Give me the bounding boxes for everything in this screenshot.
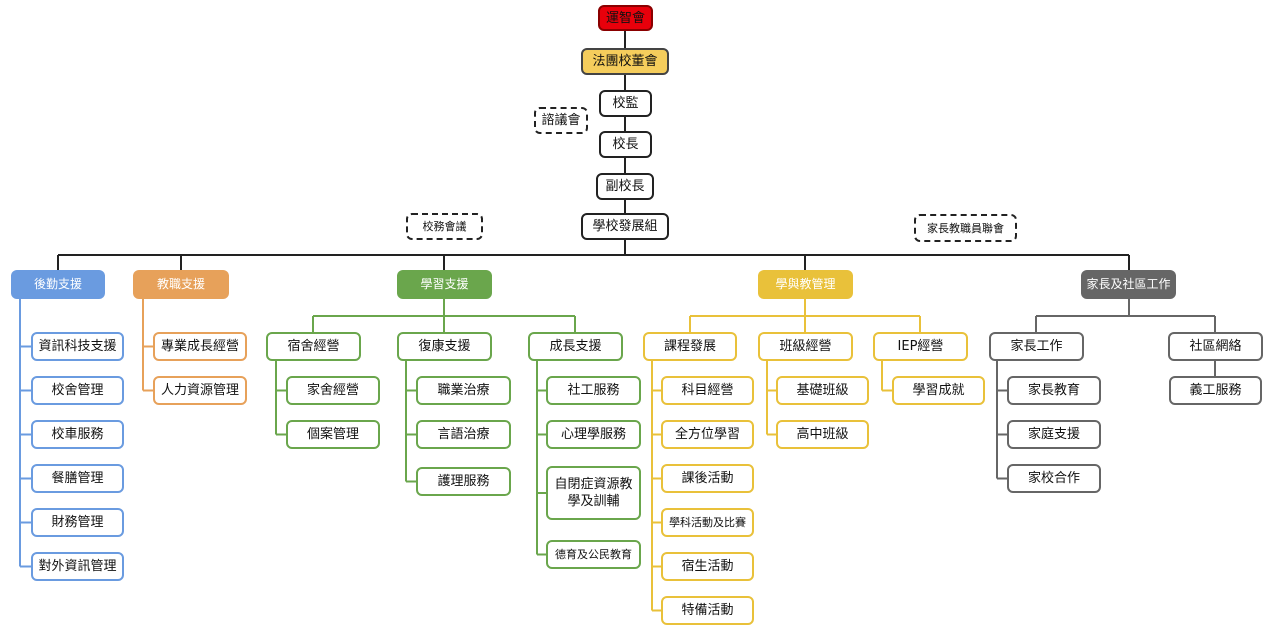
learning-support-item: 護理服務 xyxy=(416,467,511,496)
dept-teaching-support-header: 教職支援 xyxy=(133,270,229,299)
learning-support-item: 社工服務 xyxy=(546,376,641,405)
dept-learning-teaching-header: 學與教管理 xyxy=(758,270,853,299)
learning-support-item: 自閉症資源教學及訓輔 xyxy=(546,466,641,520)
pta-box: 家長教職員聯會 xyxy=(914,214,1017,242)
learning-teaching-group: IEP經營 xyxy=(873,332,968,361)
teaching-support-item: 人力資源管理 xyxy=(153,376,247,405)
staff-meeting-box: 校務會議 xyxy=(406,213,483,240)
learning-support-item: 言語治療 xyxy=(416,420,511,449)
learning-teaching-item: 宿生活動 xyxy=(661,552,754,581)
parents-community-item: 家校合作 xyxy=(1007,464,1101,493)
learning-teaching-group: 課程發展 xyxy=(643,332,737,361)
dept-parents-community-header: 家長及社區工作 xyxy=(1081,270,1176,299)
logistics-item: 校車服務 xyxy=(31,420,124,449)
learning-teaching-item: 特備活動 xyxy=(661,596,754,625)
learning-teaching-group: 班級經營 xyxy=(758,332,853,361)
school-board-box: 法團校董會 xyxy=(581,48,669,75)
parents-community-item: 家長教育 xyxy=(1007,376,1101,405)
teaching-support-item: 專業成長經營 xyxy=(153,332,247,361)
learning-support-group: 成長支援 xyxy=(528,332,623,361)
learning-support-item: 心理學服務 xyxy=(546,420,641,449)
supervisor-box: 校監 xyxy=(599,90,652,117)
learning-support-item: 德育及公民教育 xyxy=(546,540,641,569)
logistics-item: 資訊科技支援 xyxy=(31,332,124,361)
parents-community-group: 社區網絡 xyxy=(1168,332,1263,361)
logistics-item: 餐膳管理 xyxy=(31,464,124,493)
learning-teaching-item: 高中班級 xyxy=(776,420,869,449)
learning-teaching-item: 課後活動 xyxy=(661,464,754,493)
parents-community-group: 家長工作 xyxy=(989,332,1084,361)
learning-teaching-item: 全方位學習 xyxy=(661,420,754,449)
parents-community-item: 家庭支援 xyxy=(1007,420,1101,449)
learning-teaching-item: 學科活動及比賽 xyxy=(661,508,754,537)
parents-community-item: 義工服務 xyxy=(1169,376,1262,405)
logistics-item: 對外資訊管理 xyxy=(31,552,124,581)
learning-support-item: 個案管理 xyxy=(286,420,380,449)
learning-support-group: 復康支援 xyxy=(397,332,492,361)
learning-teaching-item: 科目經營 xyxy=(661,376,754,405)
logistics-item: 校舍管理 xyxy=(31,376,124,405)
vice-principal-box: 副校長 xyxy=(596,173,654,200)
principal-box: 校長 xyxy=(599,131,652,158)
sponsor-box: 運智會 xyxy=(598,5,653,31)
dept-logistics-header: 後勤支援 xyxy=(11,270,105,299)
school-development-box: 學校發展組 xyxy=(581,213,669,240)
advisory-committee-box: 諮議會 xyxy=(534,107,588,134)
learning-support-group: 宿舍經營 xyxy=(266,332,361,361)
learning-support-item: 職業治療 xyxy=(416,376,511,405)
dept-learning-support-header: 學習支援 xyxy=(397,270,492,299)
learning-teaching-item: 基礎班級 xyxy=(776,376,869,405)
learning-support-item: 家舍經營 xyxy=(286,376,380,405)
learning-teaching-item: 學習成就 xyxy=(892,376,985,405)
logistics-item: 財務管理 xyxy=(31,508,124,537)
